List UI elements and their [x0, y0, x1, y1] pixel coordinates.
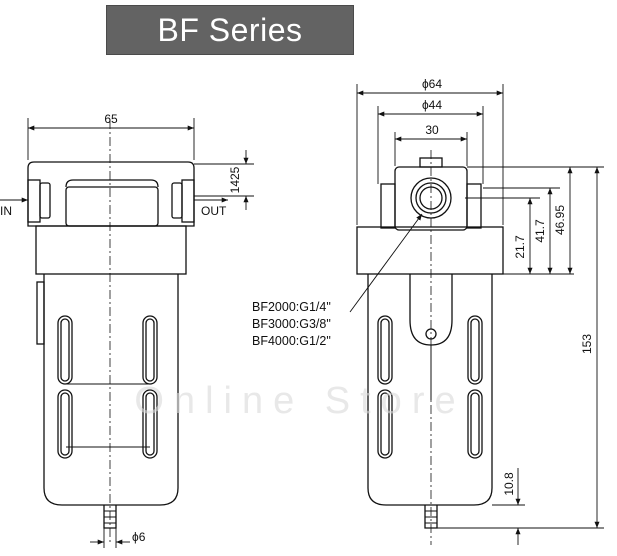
- front-out-port: [181, 179, 195, 223]
- port-model-bf3000: BF3000:G3/8": [252, 317, 331, 331]
- watermark-text: Online Store: [134, 380, 465, 422]
- h-46-95-label: 46.95: [553, 205, 567, 235]
- front-cap: [27, 161, 195, 227]
- port-model-bf2000: BF2000:G1/4": [252, 300, 331, 314]
- front-dimensions: [0, 118, 254, 548]
- side-view: [356, 150, 504, 545]
- series-title: BF Series: [157, 11, 303, 48]
- out-label: OUT: [201, 204, 227, 218]
- h-41-7-label: 41.7: [533, 219, 547, 243]
- drain-dia-label: ϕ6: [132, 530, 146, 544]
- front-width-label: 65: [104, 112, 118, 126]
- h-21-7-label: 21.7: [513, 235, 527, 259]
- dia-44-label: ϕ44: [422, 98, 442, 112]
- front-in-port: [27, 179, 41, 223]
- in-label: IN: [0, 204, 12, 218]
- front-view: [27, 120, 195, 545]
- port-model-bf4000: BF4000:G1/2": [252, 334, 331, 348]
- dia-64-label: ϕ64: [422, 77, 442, 91]
- side-bowl: [367, 274, 493, 506]
- title-banner: BF Series: [106, 5, 354, 55]
- side-dimensions: [349, 84, 604, 545]
- front-body: [35, 225, 187, 275]
- width-30-label: 30: [425, 123, 439, 137]
- side-body: [356, 226, 504, 275]
- front-cap-label: 1425: [228, 166, 242, 193]
- front-bowl: [43, 274, 179, 506]
- h-153-label: 153: [580, 334, 594, 354]
- h-10-8-label: 10.8: [502, 472, 516, 496]
- front-cap-window: [65, 186, 159, 227]
